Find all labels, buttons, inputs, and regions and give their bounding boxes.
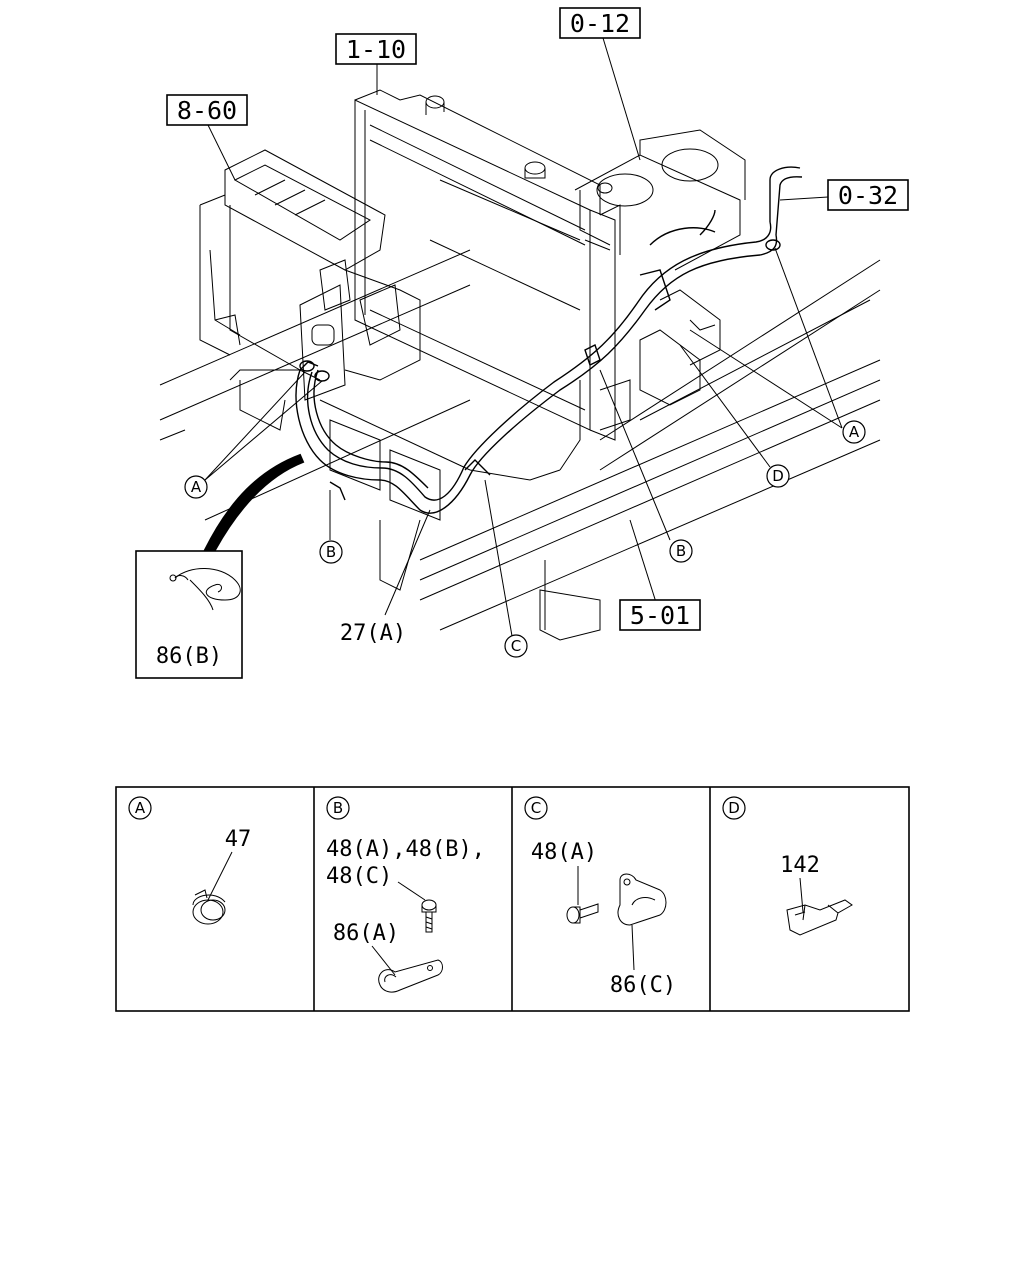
ref-label-1-10: 1-10 bbox=[346, 35, 406, 64]
engine-block bbox=[229, 129, 746, 521]
detail-box-86b: 86(B) bbox=[135, 550, 243, 679]
heater-unit bbox=[199, 149, 421, 401]
part-label-47: 47 bbox=[225, 827, 252, 852]
part-label-27a: 27(A) bbox=[340, 621, 406, 646]
svg-text:A: A bbox=[849, 423, 860, 441]
hose-clamp-47-icon bbox=[192, 889, 226, 925]
part-label-86b: 86(B) bbox=[156, 644, 222, 669]
svg-text:C: C bbox=[511, 637, 521, 655]
callout-a-right: A bbox=[842, 420, 866, 444]
leader-lines bbox=[204, 37, 843, 637]
callout-a-left: A bbox=[184, 475, 208, 499]
part-label-86c: 86(C) bbox=[610, 973, 676, 998]
clip-86b-icon bbox=[169, 568, 241, 611]
cell-b-callout: B bbox=[333, 799, 343, 817]
heater-pipes bbox=[295, 166, 803, 514]
detail-arrow bbox=[203, 453, 305, 551]
parts-table: A 47 B 48(A),48(B), 48(C) 86(A) bbox=[115, 786, 910, 1012]
callout-c-center: C bbox=[504, 634, 528, 658]
frame-rails bbox=[159, 249, 881, 631]
radiator bbox=[354, 89, 616, 641]
svg-text:B: B bbox=[326, 543, 336, 561]
table-cell-d: D 142 bbox=[722, 796, 853, 936]
ref-box-0-12: 0-12 bbox=[559, 7, 641, 39]
ref-box-8-60: 8-60 bbox=[166, 94, 248, 126]
svg-text:A: A bbox=[191, 478, 202, 496]
clip-86a-icon bbox=[378, 959, 443, 993]
svg-text:B: B bbox=[676, 542, 686, 560]
part-label-142: 142 bbox=[780, 853, 820, 878]
cell-c-callout: C bbox=[531, 799, 541, 817]
ref-label-5-01: 5-01 bbox=[630, 601, 690, 630]
cell-a-callout: A bbox=[135, 799, 146, 817]
ref-box-0-32: 0-32 bbox=[827, 179, 909, 211]
table-cell-b: B 48(A),48(B), 48(C) 86(A) bbox=[326, 796, 485, 993]
cell-d-callout: D bbox=[728, 799, 740, 817]
ref-label-0-12: 0-12 bbox=[570, 9, 630, 38]
ref-box-5-01: 5-01 bbox=[619, 599, 701, 631]
ref-box-1-10: 1-10 bbox=[335, 33, 417, 65]
table-cell-c: C 48(A) 86(C) bbox=[524, 796, 676, 998]
bolt-48-icon bbox=[421, 899, 437, 933]
bolt-48a-icon bbox=[566, 903, 599, 924]
ref-label-0-32: 0-32 bbox=[838, 181, 898, 210]
callout-b-left: B bbox=[319, 540, 343, 564]
part-label-48abc: 48(A),48(B), bbox=[326, 837, 485, 862]
part-label-86a: 86(A) bbox=[333, 921, 399, 946]
svg-text:D: D bbox=[772, 467, 784, 485]
callout-b-right: B bbox=[669, 539, 693, 563]
part-label-48a: 48(A) bbox=[531, 840, 597, 865]
clip-86c-icon bbox=[617, 873, 667, 926]
ref-label-8-60: 8-60 bbox=[177, 96, 237, 125]
table-cell-a: A 47 bbox=[128, 796, 252, 925]
callout-d-right: D bbox=[766, 464, 790, 488]
bracket-142-icon bbox=[786, 899, 853, 936]
part-label-48c: 48(C) bbox=[326, 864, 392, 889]
